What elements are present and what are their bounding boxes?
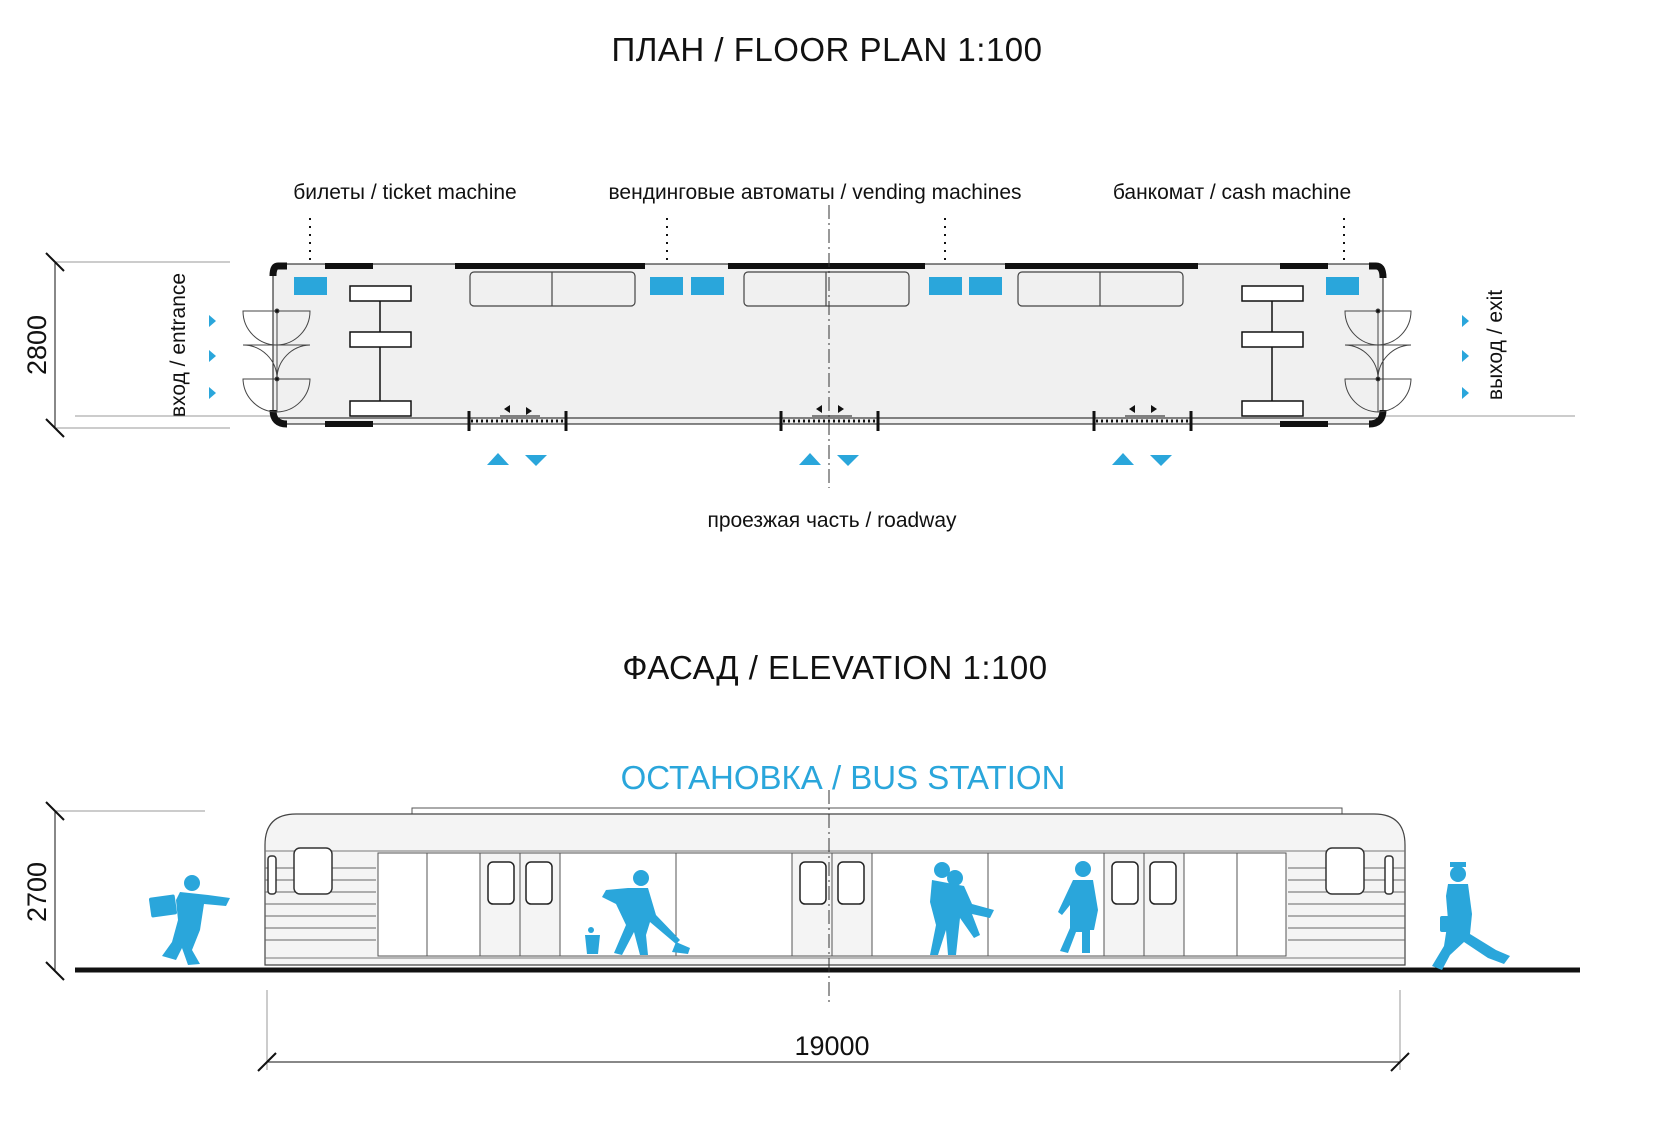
vending-machine	[691, 277, 724, 295]
benches	[469, 271, 1184, 307]
floor-plan-title: ПЛАН / FLOOR PLAN 1:100	[611, 31, 1042, 68]
exit-doors[interactable]	[1344, 308, 1412, 413]
person-running-icon	[148, 875, 230, 965]
side-door[interactable]	[1092, 405, 1193, 431]
couple-hugging-icon	[930, 862, 994, 955]
entrance-doors[interactable]	[242, 308, 311, 413]
dimension-2700	[45, 801, 205, 981]
leader-lines	[309, 218, 1345, 268]
seating-right	[1241, 285, 1304, 417]
plan-walls	[269, 262, 1387, 428]
person-walking-icon	[1432, 862, 1510, 970]
label-cash-machine: банкомат / cash machine	[1113, 181, 1351, 204]
dimension-2800-label: 2800	[22, 315, 52, 375]
floor-area	[272, 263, 1384, 425]
vending-machine	[929, 277, 962, 295]
dimension-19000-label: 19000	[794, 1031, 869, 1061]
dimension-2700-label: 2700	[22, 862, 52, 922]
person-sweeping-icon	[585, 870, 690, 955]
label-ticket-machine: билеты / ticket machine	[293, 181, 516, 204]
dimension-19000	[257, 990, 1410, 1072]
machines	[294, 277, 1359, 295]
label-roadway: проезжая часть / roadway	[707, 509, 957, 532]
ticket-machine	[294, 277, 327, 295]
door-pair[interactable]	[479, 852, 561, 957]
person-standing-icon	[1058, 861, 1098, 953]
label-entrance: вход / entrance	[167, 273, 190, 417]
exit-arrows	[1462, 315, 1469, 399]
boarding-arrows	[487, 453, 1172, 466]
label-exit: выход / exit	[1484, 290, 1507, 400]
end-windows	[267, 847, 1394, 895]
door-pair[interactable]	[791, 852, 873, 957]
vending-machine	[650, 277, 683, 295]
elevation-title: ФАСАД / ELEVATION 1:100	[622, 649, 1047, 686]
label-vending-machines: вендинговые автоматы / vending machines	[609, 181, 1022, 204]
bus-station-subtitle: ОСТАНОВКА / BUS STATION	[621, 759, 1066, 796]
door-pair[interactable]	[1103, 852, 1185, 957]
cash-machine	[1326, 277, 1359, 295]
side-door[interactable]	[467, 405, 568, 431]
dimension-2800	[45, 252, 230, 438]
seating-left	[349, 285, 412, 417]
vending-machine	[969, 277, 1002, 295]
entrance-arrows	[209, 315, 216, 399]
